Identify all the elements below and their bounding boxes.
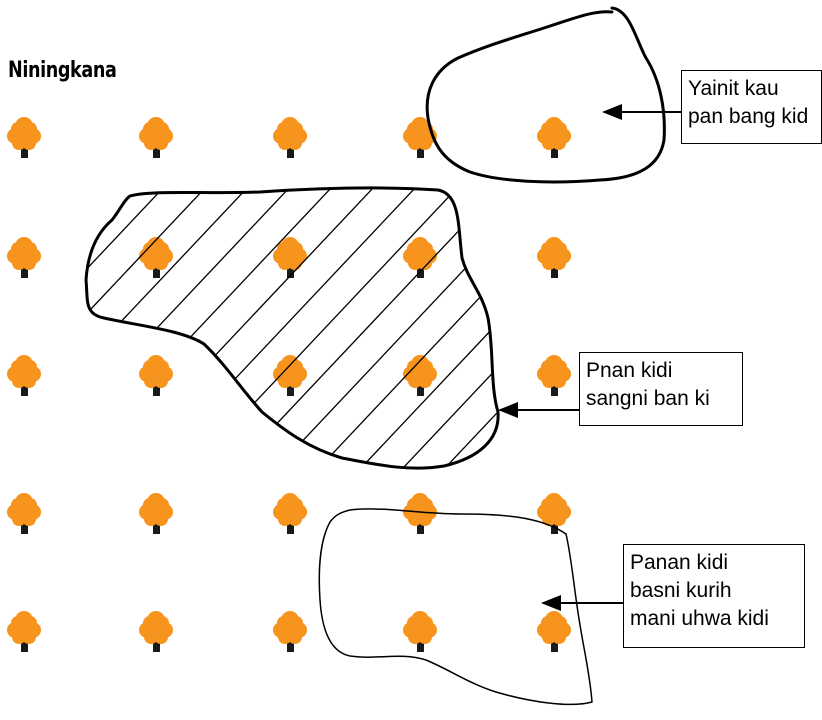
hatch-line	[648, 170, 822, 520]
label-line: Yainit kau	[688, 77, 779, 100]
hatch-line	[395, 187, 499, 469]
tree-icon	[537, 117, 571, 158]
hatch-line	[353, 187, 499, 469]
tree-icon	[139, 611, 173, 652]
top-right-area-outline	[425, 6, 666, 184]
label-line: pan bang kid	[688, 105, 809, 128]
hatch-line	[437, 187, 499, 469]
tree-grid	[7, 117, 571, 652]
label-box-hatched: Pnan kidi sangni ban ki	[579, 352, 743, 426]
tree-icon	[7, 355, 41, 396]
tree-icon	[537, 237, 571, 278]
tree-icon	[403, 611, 437, 652]
hatch-line	[86, 187, 181, 469]
diagram-title: Niningkana	[8, 58, 117, 83]
tree-icon	[537, 611, 571, 652]
bottom-area-outline	[318, 508, 593, 706]
tree-icon	[7, 611, 41, 652]
label-line: sangni ban ki	[586, 387, 710, 410]
tree-icon	[403, 355, 437, 396]
hatched-area-outline	[84, 186, 500, 470]
tree-icon	[403, 237, 437, 278]
hatch-line	[564, 170, 822, 520]
tree-icon	[139, 117, 173, 158]
hatch-line	[185, 187, 499, 469]
hatch-line	[101, 187, 433, 469]
tree-icon	[537, 493, 571, 534]
hatch-line	[86, 187, 139, 469]
tree-icon	[139, 493, 173, 534]
hatch-line	[479, 187, 499, 469]
label-line: Panan kidi	[630, 551, 729, 574]
tree-icon	[273, 355, 307, 396]
hatch-line	[86, 187, 97, 469]
label-box-bottom: Panan kidi basni kurih mani uhwa kidi	[623, 544, 805, 648]
hatch-line	[86, 187, 307, 469]
tree-icon	[273, 117, 307, 158]
hatch-line	[606, 170, 822, 520]
label-line: Pnan kidi	[586, 359, 673, 382]
label-line: basni kurih	[630, 579, 732, 602]
tree-icon	[139, 355, 173, 396]
hatch-line	[86, 187, 223, 469]
hatch-line	[522, 170, 822, 520]
tree-icon	[7, 237, 41, 278]
tree-icon	[537, 355, 571, 396]
hatch-line	[311, 187, 499, 469]
tree-icon	[273, 237, 307, 278]
tree-icon	[273, 493, 307, 534]
tree-icon	[7, 493, 41, 534]
label-line: mani uhwa kidi	[630, 607, 769, 630]
label-box-top-right: Yainit kau pan bang kid	[681, 70, 822, 144]
hatch-line	[690, 170, 822, 520]
hatch-line	[0, 170, 54, 520]
hatch-line	[86, 187, 349, 469]
tree-icon	[139, 237, 173, 278]
tree-icon	[7, 117, 41, 158]
tree-icon	[273, 611, 307, 652]
